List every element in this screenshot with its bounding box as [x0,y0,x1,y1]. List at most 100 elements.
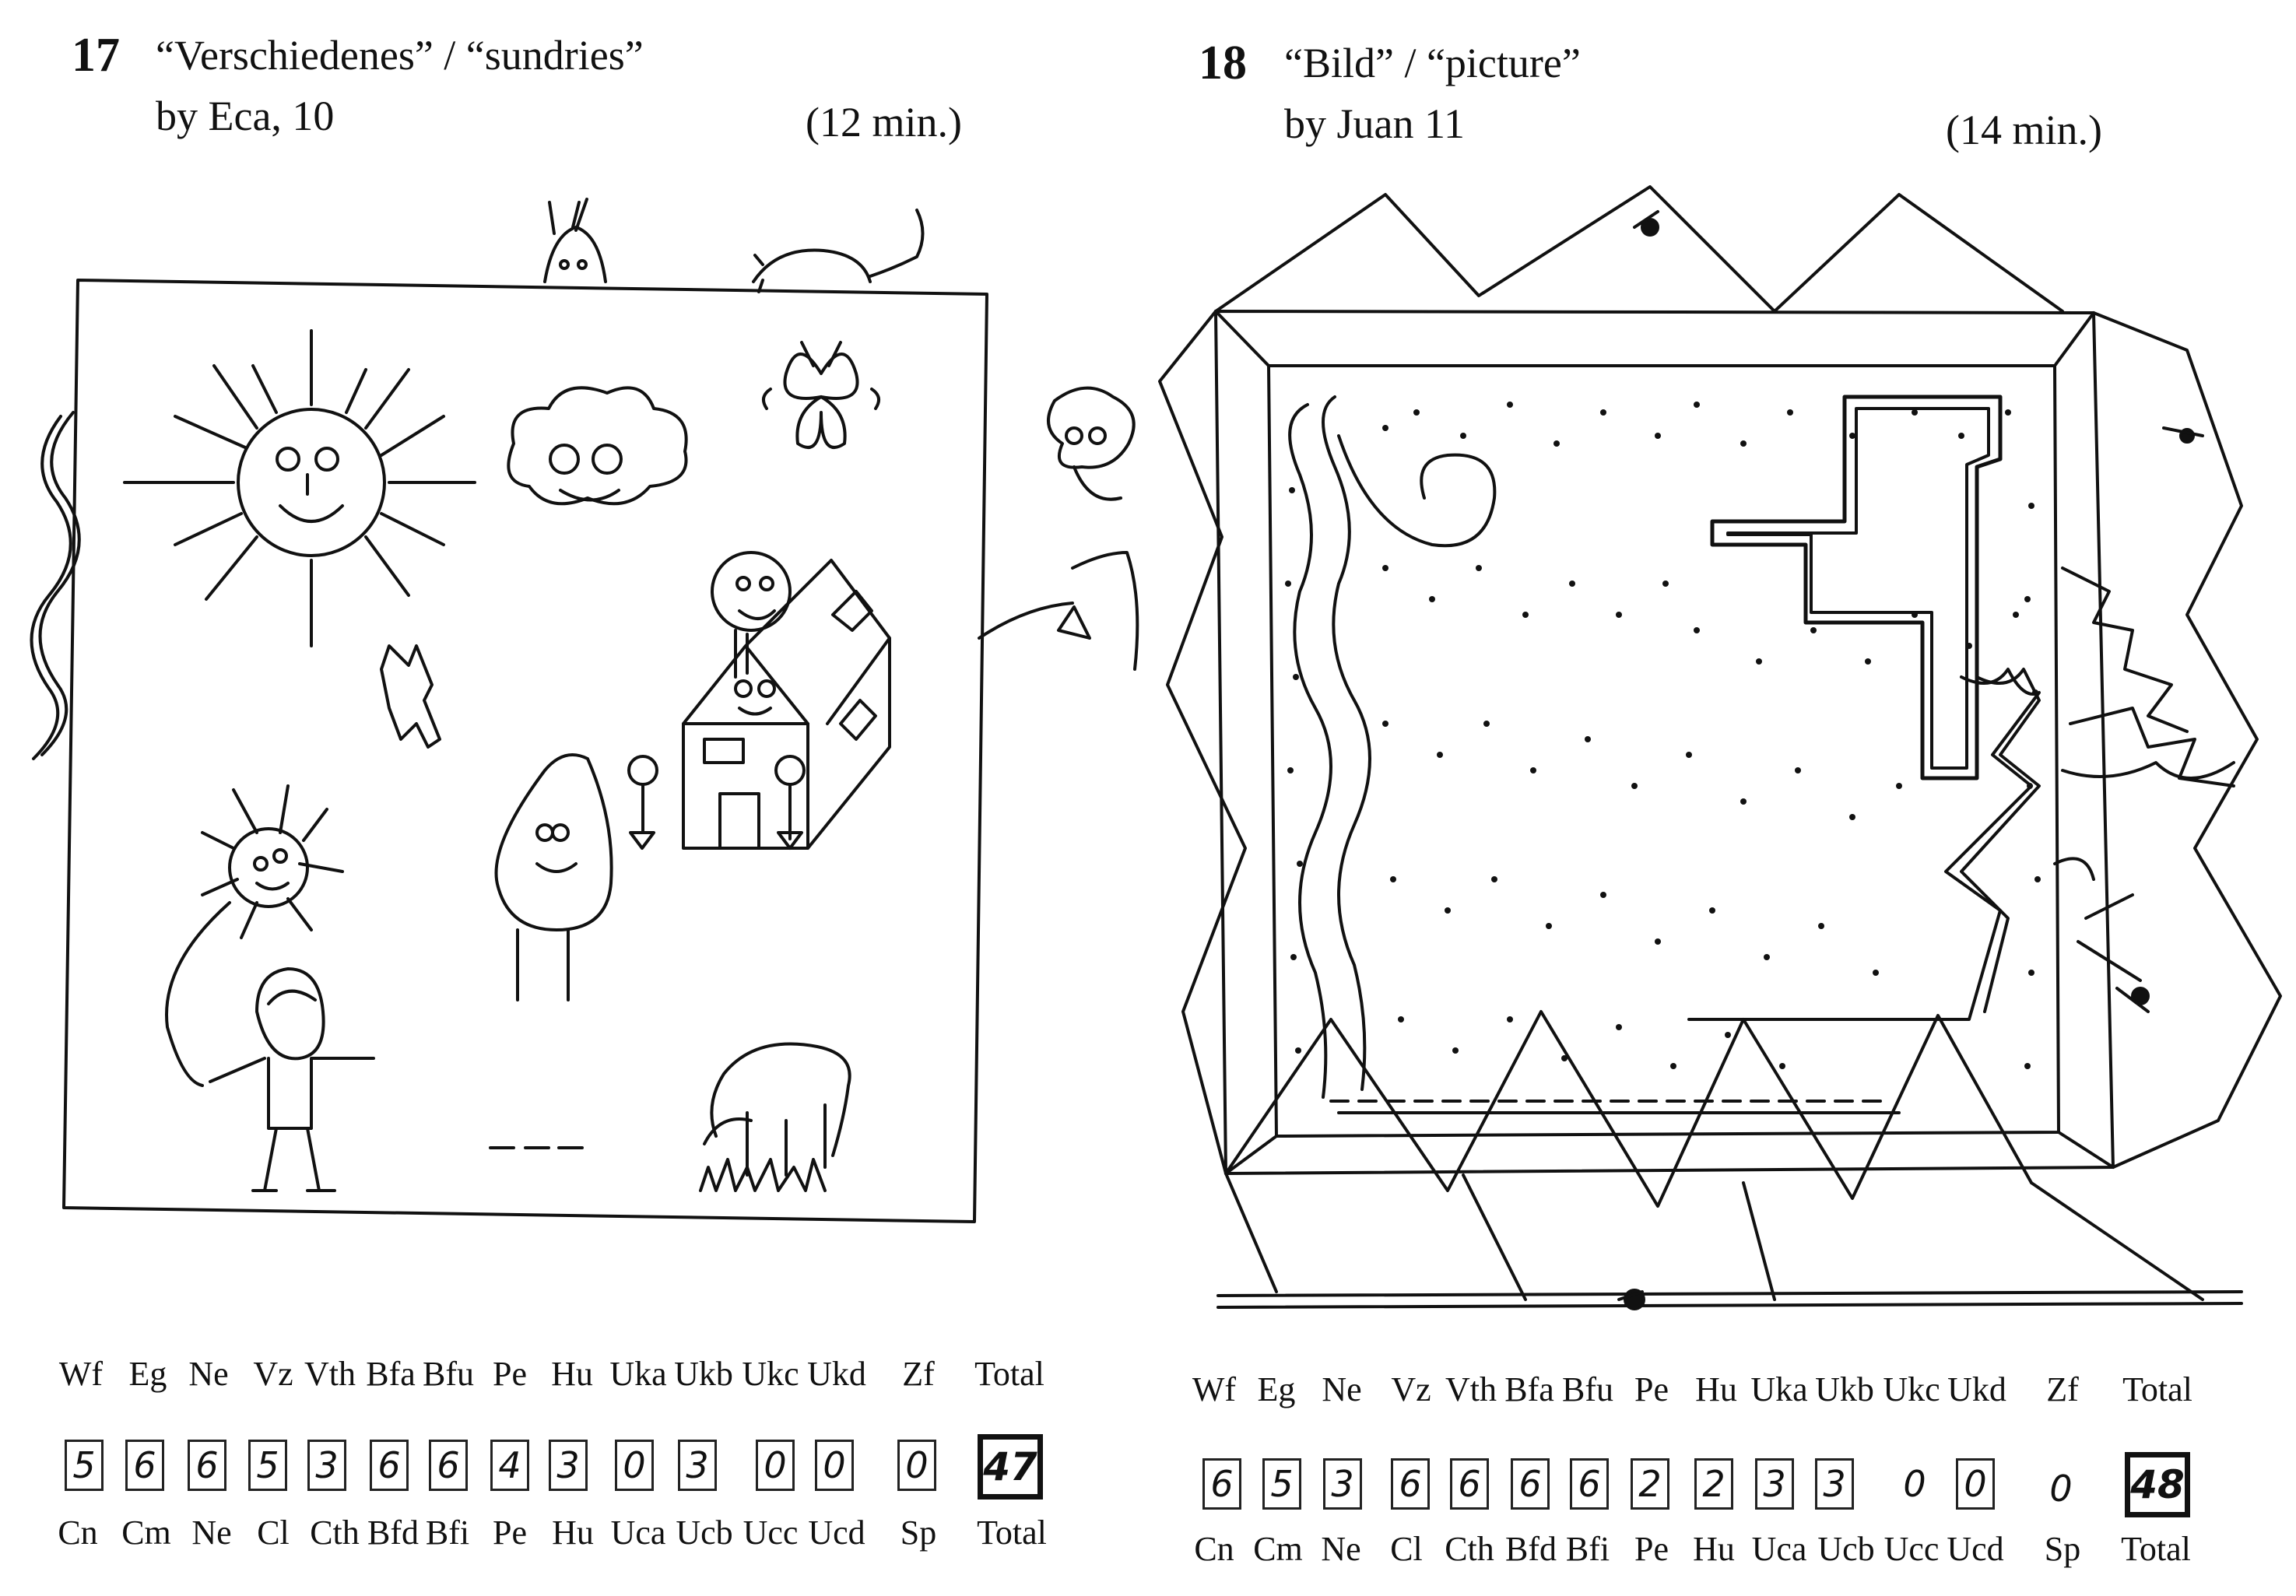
score-label: Bfa [1504,1370,1554,1408]
drawing-panel-17: 17 “Verschiedenes” / “sundries” by Eca, … [0,29,1152,1587]
score-value: 3 [678,1440,717,1491]
score-value: 6 [1391,1458,1430,1510]
score-label: Ukb [1815,1370,1874,1408]
drawing-title: “Verschiedenes” / “sundries” [156,32,644,79]
score-label: Eg [128,1355,167,1393]
score-label: Ne [188,1355,229,1393]
score-label: Cn [1194,1530,1234,1568]
score-label: Uca [610,1514,666,1552]
score-value: 0 [1903,1463,1926,1505]
score-label: Total [2122,1370,2192,1408]
score-label: Hu [551,1355,593,1393]
score-label: Ucb [676,1514,733,1552]
score-label: Ukd [807,1355,866,1393]
score-label: Cm [121,1514,171,1552]
score-label: Cth [310,1514,360,1552]
score-label: Total [977,1514,1047,1552]
score-label: Bfa [366,1355,416,1393]
score-label: Bfd [1505,1530,1557,1568]
score-value: 5 [65,1440,104,1491]
drawing-author: by Juan 11 [1284,100,1465,147]
score-label: Cl [257,1514,290,1552]
drawing-duration: (12 min.) [806,99,962,146]
drawing-number: 17 [72,29,120,82]
score-label: Pe [1634,1370,1669,1408]
score-label: Uca [1751,1530,1807,1568]
score-label: Vz [253,1355,293,1393]
score-value: 6 [1570,1458,1609,1510]
score-label: Sp [900,1514,937,1552]
score-label: Ukc [1883,1370,1940,1408]
score-label: Wf [58,1355,104,1393]
score-value: 3 [1815,1458,1854,1510]
score-value: 6 [370,1440,409,1491]
score-value: 0 [1956,1458,1995,1510]
score-value: 0 [815,1440,854,1491]
score-label: Ukb [674,1355,733,1393]
score-value: 3 [549,1440,588,1491]
score-value: 3 [1323,1458,1362,1510]
score-label: Ne [1322,1370,1362,1408]
score-label: Bfi [1565,1530,1610,1568]
score-label: Pe [1634,1530,1669,1568]
score-total: 48 [2125,1452,2190,1517]
score-label: Eg [1257,1370,1296,1408]
score-label: Total [2121,1530,2191,1568]
score-label: Wf [1192,1370,1237,1408]
score-value: 5 [1262,1458,1301,1510]
score-label: Ne [191,1514,232,1552]
score-value: 6 [188,1440,226,1491]
score-value: 3 [307,1440,346,1491]
score-table-17: Wf Eg Ne Vz Vth Bfa Bfu Pe Hu Uka Ukb Uk… [0,1354,1152,1587]
score-label: Cth [1445,1530,1494,1568]
score-label: Bfu [423,1355,474,1393]
score-label: Uka [1750,1370,1808,1408]
score-label: Ucc [743,1514,799,1552]
score-label: Pe [493,1514,527,1552]
score-label: Total [974,1355,1044,1393]
score-label: Uka [609,1355,667,1393]
score-value: 2 [1694,1458,1733,1510]
score-label: Bfd [367,1514,419,1552]
score-label: Vth [1445,1370,1497,1408]
score-label: Ucd [1947,1530,2004,1568]
score-label: Zf [2046,1370,2079,1408]
score-label: Hu [1693,1530,1735,1568]
score-value: 6 [1202,1458,1241,1510]
score-label: Bfi [425,1514,470,1552]
score-value: 0 [615,1440,654,1491]
score-label: Ne [1321,1530,1361,1568]
drawing-author: by Eca, 10 [156,93,335,139]
score-table-18: Wf Eg Ne Vz Vth Bfa Bfu Pe Hu Uka Ukb Uk… [1152,1370,2296,1595]
score-label: Hu [1695,1370,1737,1408]
score-label: Cm [1253,1530,1303,1568]
score-label: Cn [58,1514,98,1552]
score-value: 6 [1511,1458,1550,1510]
score-value: 3 [1755,1458,1794,1510]
score-value: 6 [125,1440,164,1491]
score-total: 47 [978,1434,1043,1500]
score-value: 0 [756,1440,795,1491]
score-label: Ucc [1883,1530,1940,1568]
score-label: Vth [304,1355,356,1393]
child-drawing-picture [1158,185,2282,1310]
score-value: 6 [1450,1458,1489,1510]
score-value: 0 [2049,1468,2073,1510]
score-label: Cl [1390,1530,1423,1568]
drawing-title: “Bild” / “picture” [1284,40,1581,86]
score-value: 4 [490,1440,529,1491]
score-label: Hu [552,1514,594,1552]
score-label: Vz [1391,1370,1431,1408]
drawing-panel-18: 18 “Bild” / “picture” by Juan 11 (14 min… [1152,0,2296,1596]
score-label: Zf [902,1355,935,1393]
drawing-number: 18 [1199,37,1247,89]
score-label: Ucb [1817,1530,1875,1568]
score-label: Sp [2044,1530,2081,1568]
child-drawing-sundries [30,198,1139,1223]
score-label: Ukd [1947,1370,2006,1408]
drawing-duration: (14 min.) [1946,107,2102,153]
score-value: 6 [429,1440,468,1491]
score-value: 2 [1631,1458,1669,1510]
score-label: Pe [493,1355,527,1393]
score-label: Ukc [742,1355,799,1393]
